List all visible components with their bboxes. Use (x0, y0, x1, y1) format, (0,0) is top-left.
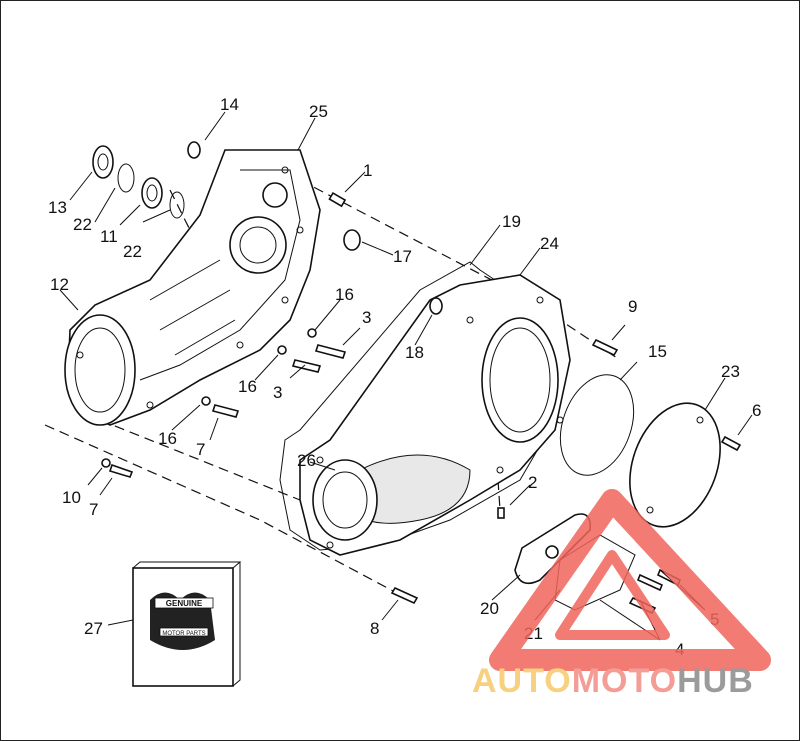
derby-cover (559, 374, 721, 528)
label-part-3: 3 (362, 308, 371, 327)
watermark-moto: MOTO (572, 662, 677, 700)
label-part-22-lower: 22 (123, 242, 142, 261)
label-part-2: 2 (528, 473, 537, 492)
label-part-6: 6 (752, 401, 761, 420)
inner-primary-housing (64, 149, 321, 426)
label-part-19: 19 (502, 212, 521, 231)
label-part-16-mid: 16 (238, 377, 257, 396)
label-part-22: 22 (73, 215, 92, 234)
label-part-7: 7 (196, 440, 205, 459)
label-part-7-lower: 7 (89, 500, 98, 519)
label-part-11: 11 (100, 227, 118, 246)
label-part-8: 8 (370, 619, 379, 638)
label-part-23: 23 (721, 362, 740, 381)
label-part-24: 24 (540, 234, 559, 253)
label-part-1: 1 (363, 161, 372, 180)
label-part-25: 25 (309, 102, 328, 121)
booklet-title: GENUINE (166, 599, 203, 608)
svg-text:AUTOMOTOHUB: AUTOMOTOHUB (472, 662, 754, 700)
label-part-16: 16 (335, 285, 354, 304)
automotohub-watermark: AUTOMOTOHUB (472, 489, 771, 700)
watermark-hub: HUB (677, 662, 754, 700)
outer-primary-cover (299, 274, 571, 556)
label-part-26: 26 (297, 451, 316, 470)
booklet-subtitle: MOTOR PARTS (162, 631, 205, 637)
label-part-10: 10 (62, 488, 81, 507)
label-part-9: 9 (628, 297, 637, 316)
leader-lines (59, 111, 753, 641)
label-part-27: 27 (84, 619, 103, 638)
label-part-14: 14 (220, 95, 239, 114)
label-part-3-lower: 3 (273, 383, 282, 402)
small-fasteners (101, 191, 742, 605)
genuine-parts-booklet: GENUINE MOTOR PARTS (132, 561, 242, 687)
label-part-12: 12 (50, 275, 69, 294)
label-part-15: 15 (648, 342, 667, 361)
watermark-auto: AUTO (472, 662, 572, 700)
label-part-17: 17 (393, 247, 412, 266)
shaft-bearings (92, 141, 201, 219)
label-part-13: 13 (48, 198, 67, 217)
label-part-18: 18 (405, 343, 424, 362)
watermark-triangle (489, 489, 771, 671)
label-part-20: 20 (480, 599, 499, 618)
label-part-16-lower: 16 (158, 429, 177, 448)
